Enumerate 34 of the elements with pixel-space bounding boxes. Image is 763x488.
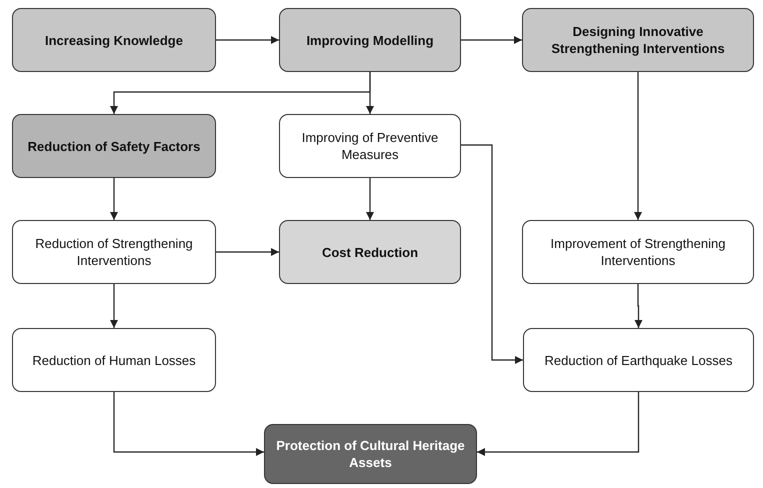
box-label: Improvement of Strengthening Interventions (550, 235, 726, 269)
process-box (523, 328, 754, 392)
box-label: Designing Innovative Strengthening Interventions (550, 23, 726, 57)
process-box (12, 220, 216, 284)
process-box (279, 114, 461, 178)
arrow (110, 284, 118, 328)
box-label: Improving Modelling (306, 32, 434, 48)
process-box (279, 8, 461, 72)
process-box (12, 8, 216, 72)
box-label: Increasing Knowledge (45, 32, 183, 48)
box-label: Cost Reduction (322, 244, 418, 260)
process-box (279, 220, 461, 284)
arrow (477, 392, 640, 456)
arrow (110, 178, 118, 220)
arrow (113, 392, 264, 456)
box-label: Reduction of Human Losses (32, 352, 196, 368)
arrow (366, 72, 374, 114)
arrow (366, 178, 374, 220)
arrow (216, 248, 279, 256)
process-box (12, 328, 216, 392)
arrow (216, 36, 279, 44)
process-box (522, 8, 754, 72)
arrow (634, 284, 642, 328)
box-label: Improving of Preventive Measures (300, 129, 440, 163)
box-label: Reduction of Safety Factors (28, 138, 200, 154)
process-box (522, 220, 754, 284)
arrow (634, 72, 642, 220)
process-box (264, 424, 477, 484)
arrow (461, 144, 523, 364)
arrow (461, 36, 522, 44)
process-box (12, 114, 216, 178)
box-label: Reduction of Strengthening Interventions (34, 235, 194, 269)
box-label: Reduction of Earthquake Losses (544, 352, 732, 368)
box-label: Protection of Cultural Heritage Assets (275, 437, 466, 471)
